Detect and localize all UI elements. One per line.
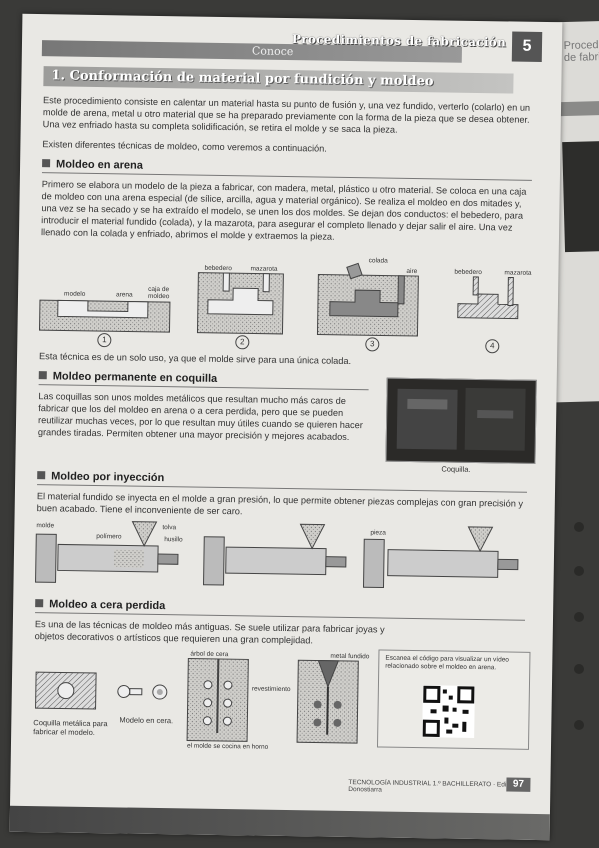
bottom-band — [9, 805, 550, 841]
sand-mold-heading-text: Moldeo en arena — [56, 158, 143, 172]
coquilla-metalica-caption: Coquilla metálica para fabricar el model… — [33, 718, 108, 738]
chapter-number-badge: 5 — [511, 31, 543, 62]
permanent-mold-heading-text: Moldeo permanente en coquilla — [52, 370, 218, 385]
coquilla-caption: Coquilla. — [441, 464, 471, 474]
section-tab-label: Conoce — [251, 44, 294, 59]
sand-step-4 — [457, 276, 519, 320]
permanent-mold-paragraph: Las coquillas son unos moldes metálicos … — [37, 391, 363, 442]
section-marker-icon — [38, 371, 47, 380]
injection-step-3 — [362, 526, 519, 589]
wax-model — [117, 684, 168, 700]
label-revestimiento: revestimiento — [251, 685, 291, 694]
label-arbol-de-cera: árbol de cera — [190, 650, 229, 659]
main-heading-text: 1. Conformación de material por fundició… — [51, 68, 434, 90]
binder-hole — [574, 720, 584, 730]
label-aire: aire — [406, 267, 418, 276]
binder-hole — [574, 566, 584, 576]
lost-wax-heading: Moldeo a cera perdida — [35, 598, 165, 612]
modelo-en-cera-caption: Modelo en cera. — [119, 715, 174, 726]
qr-code-icon[interactable] — [422, 685, 475, 738]
sand-mold-heading: Moldeo en arena — [42, 158, 143, 172]
wax-poured-cylinder — [296, 659, 359, 744]
wax-coquilla — [35, 671, 97, 710]
label-cilindro: el molde se cocina en horno — [186, 742, 269, 751]
label-arena: arena — [116, 291, 133, 299]
label-husillo: husillo — [164, 536, 183, 544]
label-metal-fundido: metal fundido — [330, 652, 370, 661]
label-bebedero-2: bebedero — [454, 268, 482, 277]
injection-step-1 — [35, 521, 179, 583]
heading-rule — [38, 384, 369, 391]
main-heading: 1. Conformación de material por fundició… — [43, 66, 514, 94]
page-number: 97 — [506, 777, 531, 792]
sand-step-1 — [38, 299, 171, 333]
sand-step-2 — [196, 272, 284, 335]
permanent-mold-heading: Moldeo permanente en coquilla — [38, 370, 218, 385]
qr-panel: Escanea el código para visualizar un víd… — [376, 649, 531, 750]
section-marker-icon — [42, 159, 51, 168]
label-polimero: polímero — [96, 533, 122, 541]
sand-mold-diagram — [38, 262, 519, 337]
textbook-page: Conoce Procedimientos de fabricación 5 1… — [9, 13, 563, 841]
injection-diagram — [35, 521, 519, 589]
adjacent-chapter-title: Procedimientos de fabricación — [563, 38, 599, 65]
section-marker-icon — [35, 599, 44, 608]
label-tolva: tolva — [162, 524, 177, 532]
label-bebedero: bebedero — [204, 264, 233, 273]
label-pieza: pieza — [370, 529, 386, 537]
sand-mold-paragraph: Primero se elabora un modelo de la pieza… — [40, 179, 527, 242]
adjacent-photo — [562, 140, 599, 253]
section-marker-icon — [37, 471, 46, 480]
sand-step-3 — [316, 262, 419, 337]
coquilla-photo — [385, 377, 537, 464]
binder-hole — [574, 522, 584, 532]
label-colada: colada — [368, 257, 388, 265]
label-mazarota: mazarota — [250, 265, 278, 273]
intro-paragraph: Este procedimiento consiste en calentar … — [42, 95, 531, 135]
label-mazarota-2: mazarota — [504, 269, 532, 277]
lost-wax-heading-text: Moldeo a cera perdida — [49, 598, 166, 613]
injection-step-2 — [203, 523, 347, 586]
injection-mold-heading: Moldeo por inyección — [37, 470, 164, 484]
label-caja-de-moldeo: caja de moldeo — [147, 285, 170, 301]
label-modelo: modelo — [64, 290, 86, 298]
label-molde: molde — [36, 522, 55, 530]
lost-wax-diagram — [35, 657, 359, 744]
binder-hole — [574, 664, 584, 674]
injection-mold-heading-text: Moldeo por inyección — [51, 470, 165, 485]
intro-paragraph-2: Existen diferentes técnicas de moldeo, c… — [42, 139, 327, 154]
binder-hole — [574, 612, 584, 622]
wax-tree-cylinder — [186, 657, 249, 742]
qr-instruction: Escanea el código para visualizar un víd… — [385, 654, 510, 672]
